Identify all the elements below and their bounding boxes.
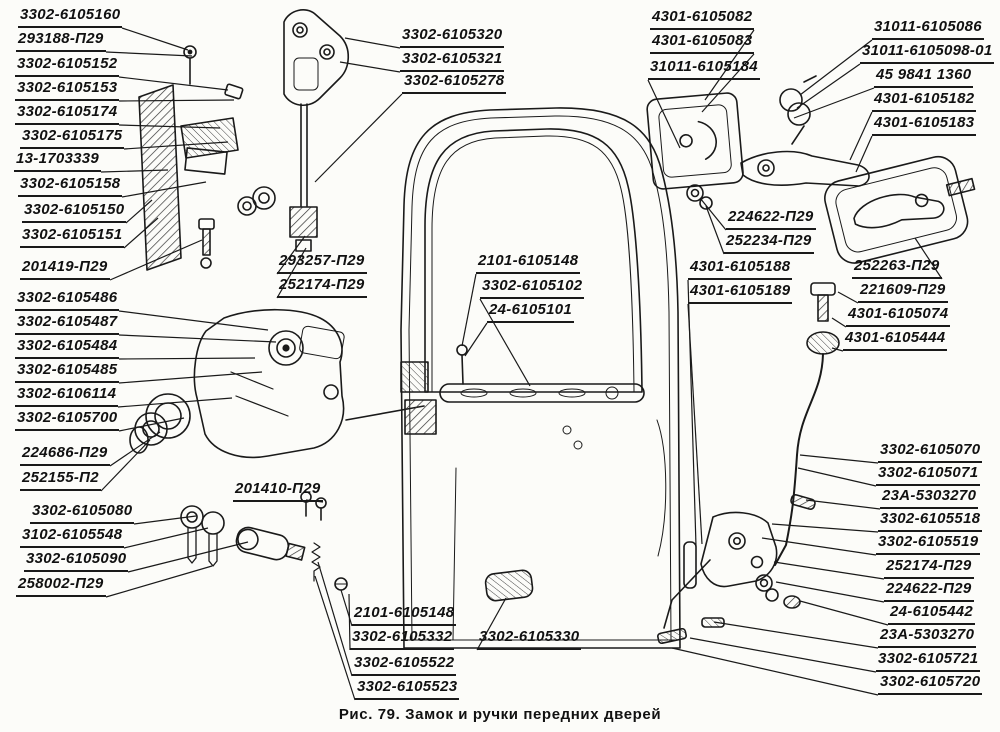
part-label: 258002-П29 [16, 575, 106, 597]
part-label: 252234-П29 [724, 232, 814, 254]
part-label: 3302-6105321 [400, 50, 505, 72]
part-label: 3302-6105330 [477, 628, 582, 650]
part-label: 24-6105442 [888, 603, 976, 625]
part-label: 3302-6105720 [878, 673, 983, 695]
part-label: 221609-П29 [858, 281, 948, 303]
part-label: 3302-6105522 [352, 654, 457, 676]
part-label: 3302-6105174 [15, 103, 120, 125]
part-label: 3302-6105153 [15, 79, 120, 101]
part-label: 4301-6105082 [650, 8, 755, 30]
part-label: 4301-6105188 [688, 258, 793, 280]
part-label: 252174-П29 [884, 557, 974, 579]
part-label: 31011-6105086 [872, 18, 984, 40]
door-outline [400, 107, 681, 649]
part-label: 252174-П29 [277, 276, 367, 298]
part-label: 13-1703339 [14, 150, 102, 172]
part-label: 252263-П29 [852, 257, 942, 279]
part-label: 4301-6105444 [843, 329, 948, 351]
figure-caption: Рис. 79. Замок и ручки передних дверей [338, 706, 662, 723]
part-label: 293257-П29 [277, 252, 367, 274]
part-label: 293188-П29 [16, 30, 106, 52]
part-label: 4301-6105074 [846, 305, 951, 327]
part-label: 3302-6105518 [878, 510, 983, 532]
part-label: 24-6105101 [487, 301, 575, 323]
part-label: 4301-6105182 [872, 90, 977, 112]
part-label: 201410-П29 [233, 480, 323, 502]
latch-striker [283, 9, 350, 252]
part-label: 2101-6105148 [352, 604, 457, 626]
part-label: 3302-6105070 [878, 441, 983, 463]
part-label: 3302-6105150 [22, 201, 127, 223]
part-label: 3302-6105175 [20, 127, 125, 149]
part-label: 3302-6105332 [350, 628, 455, 650]
part-label: 23А-5303270 [878, 626, 977, 648]
part-label: 3302-6105152 [15, 55, 120, 77]
part-label: 3302-6105523 [355, 678, 460, 700]
part-label: 3302-6105151 [20, 226, 125, 248]
part-label: 23А-5303270 [880, 487, 979, 509]
part-label: 3302-6105071 [876, 464, 981, 486]
part-label: 4301-6105083 [650, 32, 755, 54]
part-label: 31011-6105184 [648, 58, 760, 80]
part-label: 4301-6105189 [688, 282, 793, 304]
part-label: 3302-6105484 [15, 337, 120, 359]
part-label: 224622-П29 [726, 208, 816, 230]
part-label: 3102-6105548 [20, 526, 125, 548]
part-label: 3302-6105090 [24, 550, 129, 572]
part-label: 3302-6105485 [15, 361, 120, 383]
part-label: 3302-6105700 [15, 409, 120, 431]
part-label: 3302-6105519 [876, 533, 981, 555]
part-label: 201419-П29 [20, 258, 110, 280]
part-label: 2101-6105148 [476, 252, 581, 274]
part-label: 3302-6105160 [18, 6, 123, 28]
part-label: 3302-6105487 [15, 313, 120, 335]
part-label: 224686-П29 [20, 444, 110, 466]
part-label: 252155-П2 [20, 469, 101, 491]
part-label: 3302-6105486 [15, 289, 120, 311]
part-label: 4301-6105183 [872, 114, 977, 136]
part-label: 31011-6105098-01 [860, 42, 995, 64]
part-label: 3302-6105721 [876, 650, 981, 672]
part-label: 3302-6105320 [400, 26, 505, 48]
part-label: 3302-6105158 [18, 175, 123, 197]
part-label: 224622-П29 [884, 580, 974, 602]
part-label: 45 9841 1360 [874, 66, 974, 88]
part-label: 3302-6105102 [480, 277, 585, 299]
part-label: 3302-6106114 [15, 385, 119, 407]
part-label: 3302-6105080 [30, 502, 135, 524]
part-label: 3302-6105278 [402, 72, 507, 94]
